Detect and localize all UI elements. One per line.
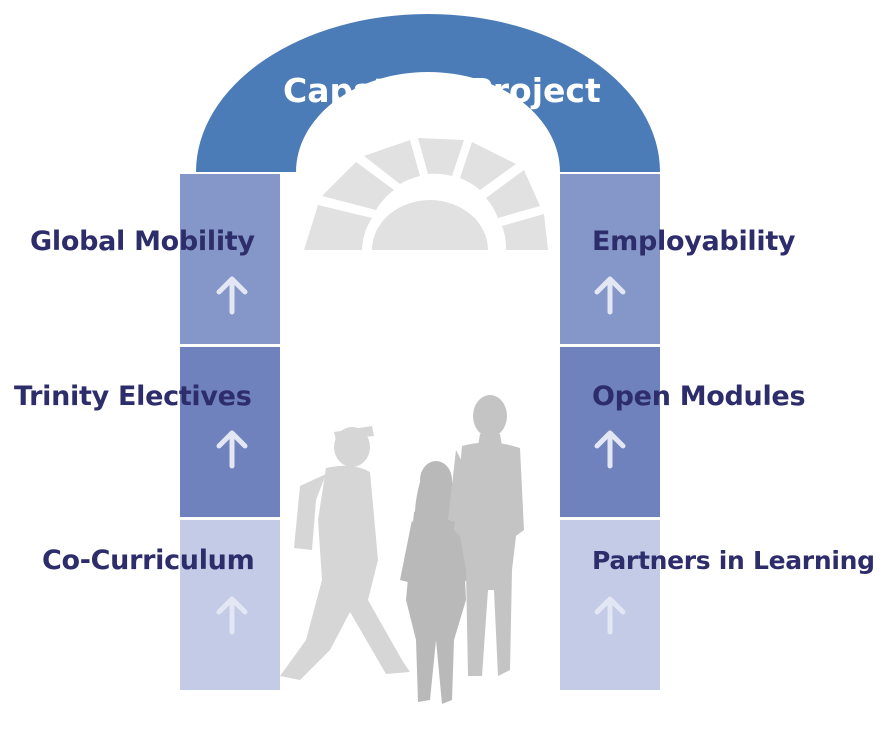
fan-window-icon bbox=[304, 138, 548, 250]
left-block-top bbox=[180, 174, 280, 344]
people-silhouette-icon bbox=[280, 395, 524, 704]
left-label-global-mobility: Global Mobility bbox=[30, 226, 255, 257]
arrow-up-icon bbox=[216, 276, 248, 315]
arrow-up-icon bbox=[594, 430, 626, 469]
diagram-title: Capstone Project bbox=[283, 71, 601, 110]
arrow-up-icon bbox=[594, 596, 626, 635]
capstone-arch bbox=[196, 14, 660, 172]
left-label-co-curriculum: Co-Curriculum bbox=[42, 545, 255, 576]
right-label-open-modules: Open Modules bbox=[592, 381, 806, 412]
arrow-up-icon bbox=[216, 596, 248, 635]
left-label-trinity-electives: Trinity Electives bbox=[14, 381, 252, 412]
right-block-top bbox=[560, 174, 660, 344]
arrow-up-icon bbox=[594, 276, 626, 315]
right-label-employability: Employability bbox=[592, 226, 796, 257]
right-label-partners-in-learning: Partners in Learning bbox=[592, 546, 875, 575]
arrow-up-icon bbox=[216, 430, 248, 469]
